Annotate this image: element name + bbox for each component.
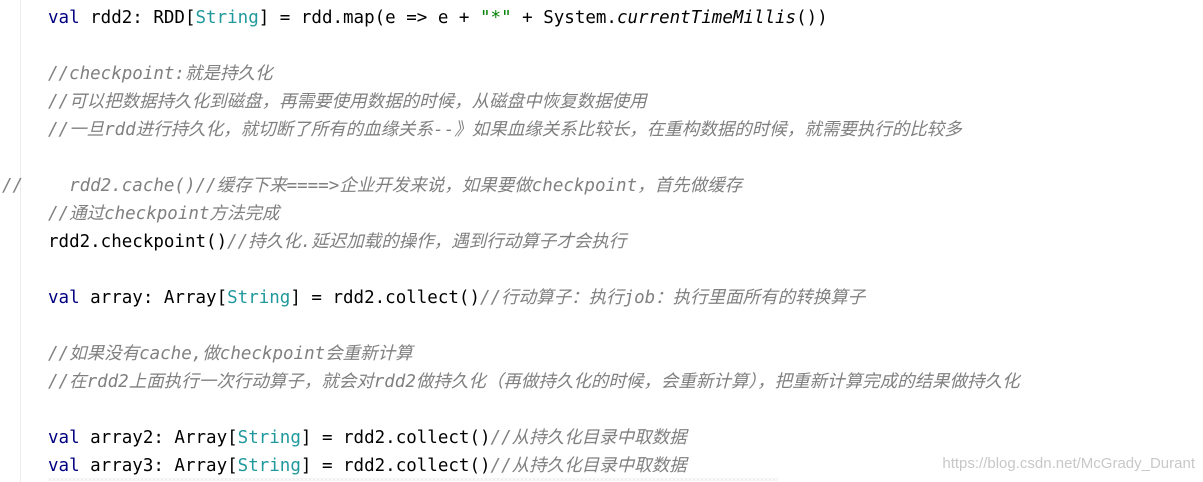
comment-text: //从持久化目录中取数据 (490, 428, 687, 448)
code-line-11[interactable]: val array2: Array[String] = rdd2.collect… (48, 424, 687, 452)
watermark: https://blog.csdn.net/McGrady_Durant (942, 455, 1195, 472)
type-parameter: String (237, 428, 301, 448)
keyword: val (48, 428, 80, 448)
code-line-9[interactable]: //如果没有cache,做checkpoint会重新计算 (48, 340, 413, 368)
code-text: rdd2: RDD[ (79, 8, 196, 28)
code-text: ] = rdd2.collect() (300, 428, 491, 448)
comment-text: //如果没有cache,做checkpoint会重新计算 (48, 344, 413, 364)
warning-underline (48, 478, 778, 481)
comment-text: //从持久化目录中取数据 (490, 456, 687, 476)
keyword: val (48, 456, 80, 476)
keyword: val (48, 8, 80, 28)
code-line-10[interactable]: //在rdd2上面执行一次行动算子，就会对rdd2做持久化（再做持久化的时候，会… (48, 368, 1020, 396)
line-comment-prefix: // (2, 176, 24, 196)
code-text: ] = rdd2.collect() (290, 288, 480, 308)
code-line-6[interactable]: //通过checkpoint方法完成 (48, 200, 279, 228)
keyword: val (48, 288, 80, 308)
comment-text: //一旦rdd进行持久化，就切断了所有的血缘关系--》如果血缘关系比较长，在重构… (48, 120, 962, 140)
code-text: ] = rdd.map(e => e + (258, 8, 480, 28)
comment-text: //行动算子：执行job：执行里面所有的转换算子 (480, 288, 866, 308)
type-parameter: String (195, 8, 259, 28)
code-text: + System. (511, 8, 617, 28)
static-method: currentTimeMillis (616, 8, 797, 28)
comment-text: //通过checkpoint方法完成 (48, 204, 280, 224)
comment-text: //可以把数据持久化到磁盘，再需要使用数据的时候，从磁盘中恢复数据使用 (48, 92, 647, 112)
code-text: array3: Array[ (79, 456, 238, 476)
code-line-7[interactable]: rdd2.checkpoint()//持久化.延迟加载的操作，遇到行动算子才会执… (48, 228, 626, 256)
code-line-12[interactable]: val array3: Array[String] = rdd2.collect… (48, 452, 687, 480)
comment-text: //持久化.延迟加载的操作，遇到行动算子才会执行 (227, 232, 627, 252)
string-literal: "*" (480, 8, 512, 28)
code-text: ()) (796, 8, 828, 28)
code-line-2[interactable]: //checkpoint:就是持久化 (48, 60, 272, 88)
code-line-8[interactable]: val array: Array[String] = rdd2.collect(… (48, 284, 865, 312)
type-parameter: String (237, 456, 301, 476)
code-text: array2: Array[ (79, 428, 238, 448)
code-line-4[interactable]: //一旦rdd进行持久化，就切断了所有的血缘关系--》如果血缘关系比较长，在重构… (48, 116, 962, 144)
comment-text: //在rdd2上面执行一次行动算子，就会对rdd2做持久化（再做持久化的时候，会… (48, 372, 1020, 392)
comment-text: rdd2.cache()//缓存下来====>企业开发来说，如果要做checkp… (48, 176, 743, 196)
gutter-divider (20, 0, 21, 482)
code-line-1[interactable]: val rdd2: RDD[String] = rdd.map(e => e +… (48, 4, 828, 32)
comment-text: //checkpoint:就是持久化 (48, 64, 273, 84)
code-text: rdd2.checkpoint() (48, 232, 228, 252)
code-text: ] = rdd2.collect() (300, 456, 491, 476)
code-line-5[interactable]: rdd2.cache()//缓存下来====>企业开发来说，如果要做checkp… (48, 172, 742, 200)
type-parameter: String (227, 288, 291, 308)
code-text: array: Array[ (79, 288, 228, 308)
code-line-3[interactable]: //可以把数据持久化到磁盘，再需要使用数据的时候，从磁盘中恢复数据使用 (48, 88, 647, 116)
